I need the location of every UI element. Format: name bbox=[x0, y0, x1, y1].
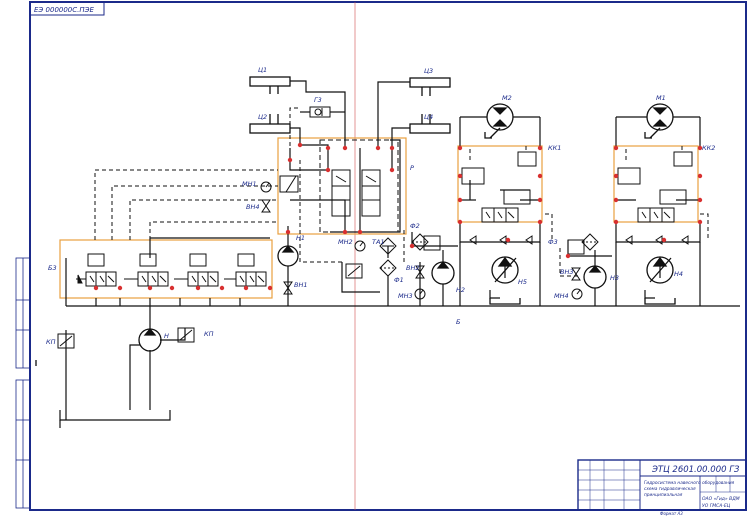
gauges bbox=[260, 181, 583, 300]
label-kp: КП bbox=[46, 338, 56, 346]
pump-n3 bbox=[583, 264, 607, 289]
component-labels: Ц1 Ц2 Ц3 Ц4 Г3 М2 М1 КК1 КК2 Р МН1 ВН4 Н… bbox=[46, 66, 715, 346]
title-block bbox=[577, 459, 747, 511]
pump-n1 bbox=[277, 244, 299, 267]
label-f1: Ф1 bbox=[394, 276, 404, 284]
format-label: Формат А3 bbox=[660, 511, 683, 516]
label-vn2: ВН2 bbox=[406, 264, 419, 272]
stamp-text: ЕЭ 000000С.ПЭЕ bbox=[34, 6, 95, 14]
valve-section-2 bbox=[124, 253, 169, 287]
label-f2: Ф2 bbox=[410, 222, 420, 230]
label-m2: М2 bbox=[502, 94, 512, 102]
filter-f1 bbox=[379, 259, 397, 277]
title-line-3: принципиальная bbox=[644, 493, 683, 498]
label-g3: Г3 bbox=[314, 96, 322, 104]
title-line-2: схема гидравлическая bbox=[644, 487, 696, 492]
valve-section-1 bbox=[76, 253, 117, 287]
filter-f3 bbox=[581, 233, 599, 251]
pump-n5 bbox=[491, 256, 519, 284]
label-vn4: ВН4 bbox=[246, 203, 259, 211]
motor-m1 bbox=[616, 103, 700, 139]
label-n2: Н2 bbox=[456, 286, 465, 294]
control-block-kk2 bbox=[617, 151, 693, 245]
label-n4: Н4 bbox=[674, 270, 683, 278]
label-mn2: МН2 bbox=[338, 238, 353, 246]
label-n5: Н5 bbox=[518, 278, 527, 286]
title-line-1: Гидросистема навесного оборудования bbox=[644, 480, 735, 486]
valve-section-4 bbox=[224, 253, 267, 287]
label-n: Н bbox=[164, 332, 169, 340]
label-vn3: ВН3 bbox=[560, 268, 573, 276]
pilot-lines bbox=[94, 92, 709, 277]
pump-n2 bbox=[431, 260, 455, 285]
label-n1: Н1 bbox=[296, 234, 305, 242]
label-ta1: ТА1 bbox=[372, 238, 385, 246]
label-b3: Б3 bbox=[48, 264, 57, 272]
tank-symbols bbox=[35, 298, 676, 366]
pump-n4 bbox=[646, 256, 674, 284]
sheet-code: ОАО «Гид» ВДМ bbox=[702, 496, 740, 502]
label-m1: М1 bbox=[656, 94, 666, 102]
shutoff-valves bbox=[261, 199, 581, 295]
relief-valves bbox=[57, 235, 585, 349]
label-b: Б bbox=[456, 318, 461, 326]
sheet-code-2: УО ГМСА-ЕЦ bbox=[702, 503, 731, 509]
label-ts3: Ц3 bbox=[424, 67, 433, 75]
label-ts2: Ц2 bbox=[258, 113, 267, 121]
label-r: Р bbox=[410, 164, 414, 172]
drawing-code: ЭТЦ 2601.00.000 ГЗ bbox=[651, 465, 740, 475]
label-mn1: МН1 bbox=[242, 180, 257, 188]
label-n3: Н3 bbox=[610, 274, 619, 282]
label-ts1: Ц1 bbox=[258, 66, 267, 74]
left-binding-strips bbox=[15, 257, 31, 509]
label-vn1: ВН1 bbox=[294, 281, 307, 289]
valve-section-3 bbox=[174, 253, 219, 287]
pump-n bbox=[138, 327, 162, 352]
junction-dots bbox=[93, 142, 703, 291]
label-mn4: МН4 bbox=[554, 292, 569, 300]
label-f3: Ф3 bbox=[548, 238, 558, 246]
filter-f2 bbox=[411, 233, 429, 251]
label-kp2: КП bbox=[204, 330, 214, 338]
motor-m2 bbox=[460, 103, 540, 139]
label-ts4: Ц4 bbox=[424, 113, 433, 121]
label-kk1: КК1 bbox=[548, 144, 561, 152]
label-mn3: МН3 bbox=[398, 292, 413, 300]
outer-frame bbox=[29, 1, 747, 511]
heat-exchanger-ta1 bbox=[379, 237, 397, 255]
label-kk2: КК2 bbox=[702, 144, 715, 152]
top-stamp: ЕЭ 000000С.ПЭЕ bbox=[29, 1, 105, 16]
